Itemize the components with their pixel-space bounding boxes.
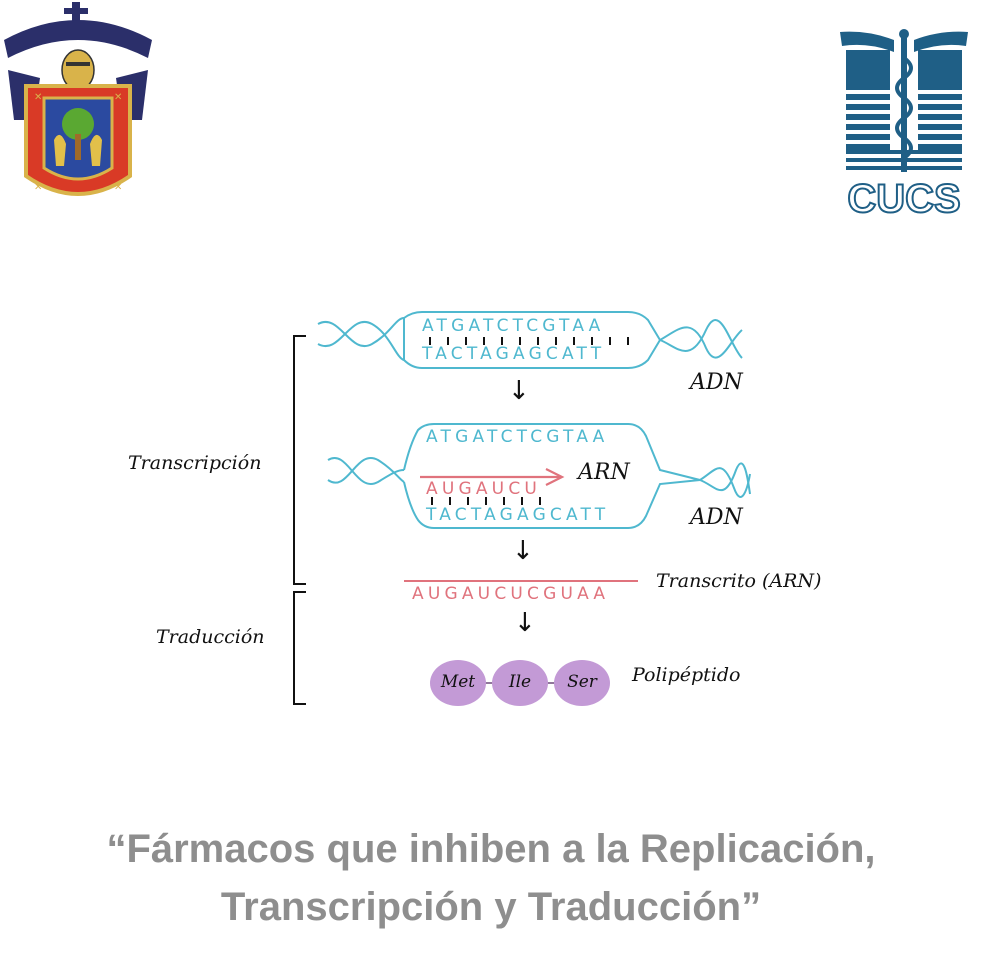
- polypeptide-label: Polipéptido: [632, 664, 741, 686]
- dna2-bottom-strand: TACTAGAGCATT: [426, 505, 610, 525]
- dna1-top-strand: ATGATCTCGTAA: [422, 316, 605, 336]
- amino-acid-1-shape: [430, 660, 486, 706]
- amino-acid-met: Met: [440, 672, 476, 692]
- dna2-left-twist: [327, 457, 405, 485]
- page-title-line-2: Transcripción y Traducción”: [220, 885, 762, 929]
- page-title-line-1: “Fármacos que inhiben a la Replicación,: [106, 827, 876, 871]
- transcription-stage-label: Transcripción: [128, 452, 262, 474]
- dna1-left-twist: [317, 317, 405, 348]
- transcription-bracket: [293, 335, 306, 585]
- dna2-base-pairs: [431, 497, 541, 505]
- dna2-right-twist: [699, 462, 751, 495]
- svg-text:✕: ✕: [114, 182, 122, 193]
- cucs-text: CUCS: [847, 177, 960, 218]
- arrow-down-1: ↓: [508, 376, 530, 406]
- amino-acid-ile: Ile: [508, 672, 532, 692]
- cucs-logo: CUCS: [840, 29, 968, 218]
- dna1-base-pairs: [429, 337, 629, 345]
- rna-synthesis-arrow: [420, 468, 565, 486]
- amino-acid-3-shape: [554, 660, 610, 706]
- dna2-label: ADN: [690, 505, 743, 530]
- svg-text:✕: ✕: [114, 92, 122, 103]
- transcript-label: Transcrito (ARN): [656, 570, 822, 592]
- dna2-top-strand: ATGATCTCGTAA: [426, 427, 609, 447]
- rna-strand: AUGAUCU: [426, 479, 542, 499]
- translation-bracket: [293, 591, 306, 705]
- amino-acid-2-shape: [492, 660, 548, 706]
- svg-text:✕: ✕: [34, 182, 42, 193]
- rna-label: ARN: [578, 460, 630, 485]
- dna1-bottom-strand: TACTAGAGCATT: [422, 344, 606, 364]
- transcript-sequence: AUGAUCUCGUAA: [412, 584, 610, 604]
- dna2-bubble: [403, 423, 701, 481]
- svg-text:✕: ✕: [34, 92, 42, 103]
- amino-acid-ser: Ser: [567, 672, 597, 692]
- dna1-label: ADN: [690, 370, 743, 395]
- translation-stage-label: Traducción: [156, 626, 265, 648]
- arrow-down-3: ↓: [514, 608, 536, 638]
- universidad-de-guadalajara-logo: ✕ ✕ ✕ ✕: [4, 2, 152, 196]
- dna1-bubble: [403, 311, 662, 369]
- arrow-down-2: ↓: [512, 536, 534, 566]
